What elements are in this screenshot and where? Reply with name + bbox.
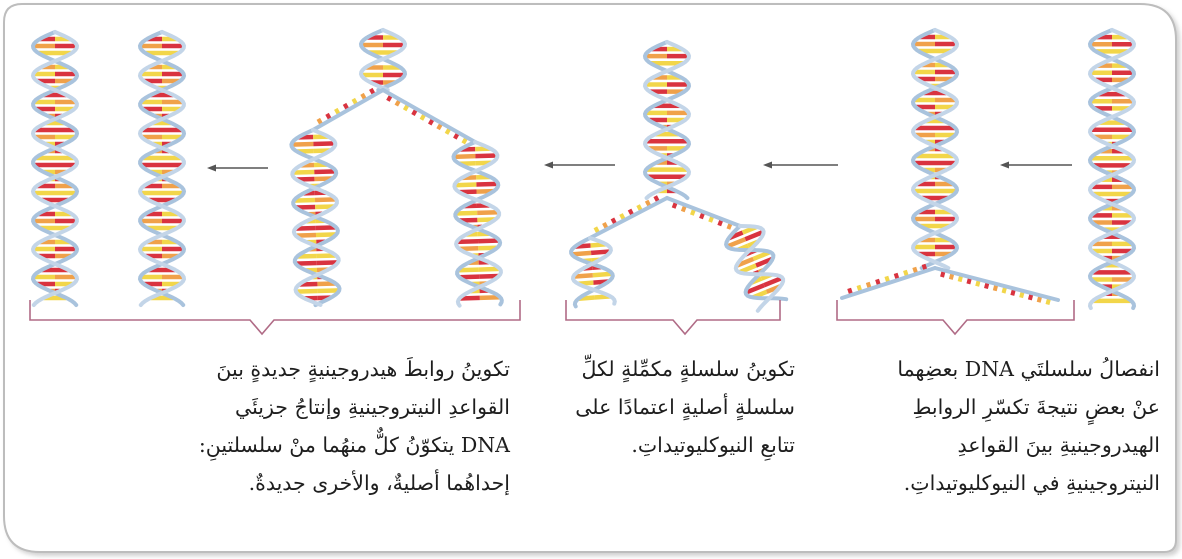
base-pair [457,241,478,242]
caption-line: تتابعِ النيوكليوتيداتِ. [525,426,795,464]
base-pair [454,185,476,186]
base-pair [317,262,338,263]
base-pair [572,253,591,254]
base-pair [477,212,499,213]
base-pair [478,241,499,242]
base-pair [475,155,497,156]
caption-line: انفصالُ سلسلتَي DNA بعضِهما [805,350,1160,388]
caption-line: DNA يتكوّنُ كلٌّ منهُما منْ سلسلتينِ: [60,426,510,464]
caption-separation: انفصالُ سلسلتَي DNA بعضِهما عنْ بعضٍ نتي… [805,350,1160,502]
caption-line: النيتروجينيةِ في النيوكليوتيداتِ. [805,464,1160,502]
caption-line: عنْ بعضٍ نتيجةَ تكسّرِ الروابطِ [805,388,1160,426]
caption-line: القواعدِ النيتروجينيةِ وإنتاجُ جزيئَي [60,388,510,426]
base-pair [313,143,335,144]
base-pair [479,269,500,270]
caption-line: سلسلةٍ أصليةٍ اعتمادًا على [525,388,795,426]
base-pair [318,290,340,291]
base-pair [296,263,317,264]
base-pair [294,200,315,201]
caption-line: إحداهُما أصليةٌ، والأخرى جديدةٌ. [60,464,510,502]
caption-line: الهيدروجينيةِ بينَ القواعدِ [805,426,1160,464]
base-pair [292,172,314,173]
base-pair [456,213,478,214]
base-pair [314,171,336,172]
caption-line: تكوينُ سلسلةٍ مكمِّلةٍ لكلِّ [525,350,795,388]
base-pair [315,199,336,200]
base-pair [296,235,316,236]
base-pair [476,184,498,185]
caption-line: تكوينُ روابطَ هيدروجينيةٍ جديدةٍ بينَ [60,350,510,388]
base-pair [593,274,613,275]
parent-dna-helix [645,42,689,198]
caption-new-bonds: تكوينُ روابطَ هيدروجينيةٍ جديدةٍ بينَ ال… [60,350,510,502]
caption-complementary: تكوينُ سلسلةٍ مكمِّلةٍ لكلِّ سلسلةٍ أصلي… [525,350,795,464]
base-pair [296,291,318,292]
base-pair [480,297,500,298]
base-pair [291,144,313,145]
base-pair [453,156,475,157]
